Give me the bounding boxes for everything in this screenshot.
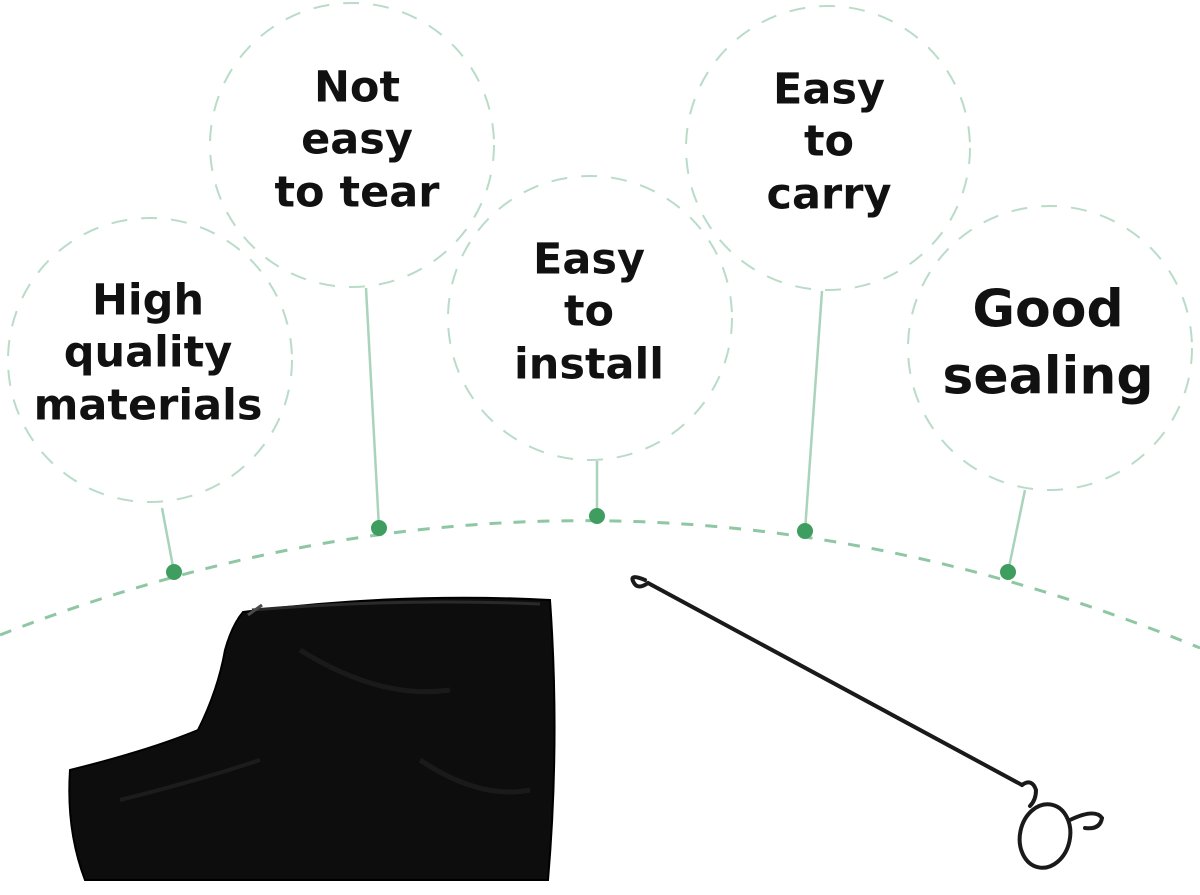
feature-line: Not (313, 62, 401, 113)
feature-circle-easy-to-install (447, 175, 733, 461)
feature-label-easy-to-install: Easy to install (514, 233, 664, 390)
feature-circle-good-sealing (907, 205, 1193, 491)
connector-good-sealing (1006, 489, 1027, 573)
feature-line: High (91, 275, 205, 326)
dust-bag-image (68, 596, 556, 881)
feature-line: easy (301, 114, 413, 165)
arc-dot-easy-to-carry (797, 523, 813, 539)
feature-line: to tear (274, 167, 440, 218)
feature-circle-easy-to-carry (685, 5, 971, 291)
connector-high-quality (160, 507, 176, 573)
feature-label-good-sealing: Good sealing (942, 276, 1153, 409)
wire-hook-image (630, 575, 1105, 870)
feature-line: Easy (532, 234, 645, 285)
feature-label-easy-to-carry: Easy to carry (767, 63, 892, 220)
feature-line: to (563, 286, 615, 337)
connector-not-easy-to-tear (364, 287, 381, 529)
feature-line: Good (972, 279, 1124, 340)
arc-dot-not-easy-to-tear (371, 520, 387, 536)
feature-label-not-easy-to-tear: Not easy to tear (274, 61, 439, 218)
feature-line: to (803, 116, 855, 167)
feature-line: sealing (942, 346, 1154, 406)
feature-line: carry (766, 169, 892, 220)
arc-dot-good-sealing (1000, 564, 1016, 580)
feature-label-high-quality: High quality materials (34, 274, 263, 431)
feature-circle-high-quality (7, 217, 293, 503)
feature-circle-not-easy-to-tear (209, 2, 495, 288)
feature-line: quality (63, 327, 233, 378)
feature-line: install (514, 339, 664, 390)
connector-easy-to-carry (803, 290, 824, 532)
arc-dot-high-quality (166, 564, 182, 580)
arc-dot-easy-to-install (589, 508, 605, 524)
feature-line: materials (33, 380, 263, 431)
feature-line: Easy (772, 64, 886, 115)
dashed-arc (0, 519, 1200, 650)
